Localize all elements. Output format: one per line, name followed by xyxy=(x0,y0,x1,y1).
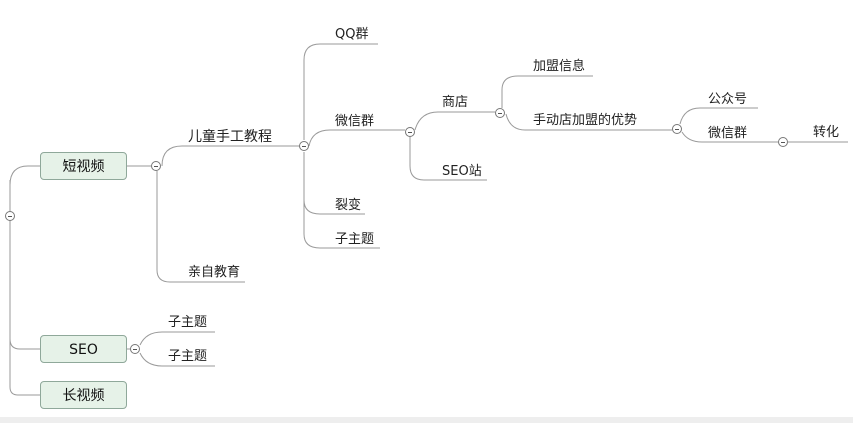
link-to-parenting xyxy=(156,171,245,283)
node-store[interactable]: 商店 xyxy=(442,95,469,110)
link-to-seo-sub1 xyxy=(139,331,215,346)
link-to-advantage xyxy=(505,113,672,131)
link-to-seo-sub2 xyxy=(139,352,215,367)
node-short-video[interactable]: 短视频 xyxy=(40,152,127,180)
node-wechat-group-2[interactable]: 微信群 xyxy=(708,126,748,141)
node-parenting[interactable]: 亲自教育 xyxy=(188,265,241,280)
bottom-status-strip xyxy=(0,417,853,423)
node-wechat-group[interactable]: 微信群 xyxy=(335,114,375,129)
collapse-toggle-root[interactable] xyxy=(5,211,15,221)
node-fission[interactable]: 裂变 xyxy=(335,198,362,213)
node-franchise-info[interactable]: 加盟信息 xyxy=(533,59,586,74)
link-to-official xyxy=(679,107,758,125)
node-long-video[interactable]: 长视频 xyxy=(40,381,127,409)
link-to-seo-site xyxy=(409,136,487,181)
link-root-seo xyxy=(9,338,40,350)
collapse-toggle-store[interactable] xyxy=(495,108,505,118)
link-root-short-video xyxy=(9,165,40,186)
node-kids-craft[interactable]: 儿童手工教程 xyxy=(188,129,272,145)
node-official-account[interactable]: 公众号 xyxy=(708,92,748,107)
node-seo-site[interactable]: SEO站 xyxy=(442,164,482,179)
collapse-toggle-wechat[interactable] xyxy=(405,127,415,137)
collapse-toggle-seo[interactable] xyxy=(130,344,140,354)
node-qq-group[interactable]: QQ群 xyxy=(335,27,369,42)
node-conversion[interactable]: 转化 xyxy=(813,125,840,140)
link-to-subtopic xyxy=(303,200,380,249)
collapse-toggle-advantage[interactable] xyxy=(672,124,682,134)
link-to-kids-craft xyxy=(161,145,300,167)
link-to-qq xyxy=(303,43,378,140)
node-subtopic[interactable]: 子主题 xyxy=(335,232,375,247)
collapse-toggle-kids-craft[interactable] xyxy=(299,141,309,151)
collapse-toggle-wechat2[interactable] xyxy=(778,137,788,147)
link-root-trunk xyxy=(9,180,40,396)
node-seo-subtopic-2[interactable]: 子主题 xyxy=(168,349,208,364)
node-seo[interactable]: SEO xyxy=(40,335,127,363)
link-to-wechat xyxy=(308,129,405,147)
link-to-franchise xyxy=(501,75,593,108)
link-to-wechat2 xyxy=(681,131,778,143)
collapse-toggle-short-video[interactable] xyxy=(151,161,161,171)
node-seo-subtopic-1[interactable]: 子主题 xyxy=(168,315,208,330)
link-to-store xyxy=(414,111,495,131)
node-advantage[interactable]: 手动店加盟的优势 xyxy=(533,113,638,128)
